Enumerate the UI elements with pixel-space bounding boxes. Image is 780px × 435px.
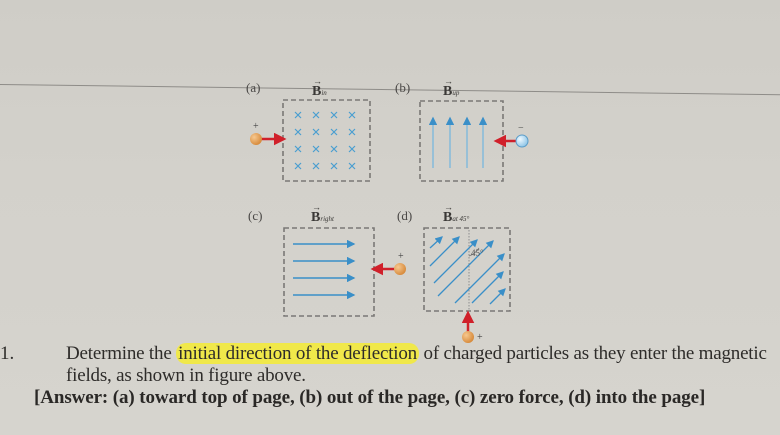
positive-particle-a bbox=[250, 133, 262, 145]
panel-b-label: (b) bbox=[395, 80, 411, 95]
field-label-a: →Bin bbox=[312, 76, 327, 99]
highlighted-phrase: initial direction of the deflection bbox=[176, 343, 419, 364]
question-number: 1. bbox=[0, 343, 15, 364]
svg-text:+: + bbox=[398, 251, 404, 262]
positive-particle-c bbox=[394, 263, 406, 275]
field-label-b: →Bup bbox=[443, 76, 460, 99]
negative-particle-b bbox=[515, 134, 529, 148]
field-diagrams: + − + bbox=[250, 99, 529, 343]
angle-label-d: 45° bbox=[471, 248, 484, 258]
panel-d: 45° + bbox=[423, 227, 511, 343]
question-text: Determine the initial direction of the d… bbox=[66, 343, 767, 386]
panel-b: − bbox=[419, 100, 529, 182]
svg-text:−: − bbox=[518, 123, 524, 134]
panel-d-label: (d) bbox=[397, 208, 413, 223]
field-45deg-arrows bbox=[429, 236, 506, 305]
panel-a-label: (a) bbox=[246, 80, 261, 95]
field-right-arrows bbox=[293, 239, 356, 300]
field-up-arrows bbox=[428, 116, 488, 168]
field-into-page-crosses bbox=[294, 111, 356, 170]
magnetic-field-figure: (a) (b) (c) (d) →Bin →Bup →Bright →Bat 4… bbox=[246, 76, 529, 343]
svg-text:+: + bbox=[253, 121, 259, 132]
panel-c: + bbox=[283, 227, 406, 317]
field-label-c: →Bright bbox=[311, 202, 334, 225]
answer-text: [Answer: (a) toward top of page, (b) out… bbox=[34, 387, 706, 408]
svg-text:+: + bbox=[477, 332, 483, 343]
positive-particle-d bbox=[462, 331, 474, 343]
field-label-d: →Bat 45° bbox=[443, 202, 470, 225]
panel-a: + bbox=[250, 99, 371, 182]
panel-c-label: (c) bbox=[248, 208, 263, 223]
